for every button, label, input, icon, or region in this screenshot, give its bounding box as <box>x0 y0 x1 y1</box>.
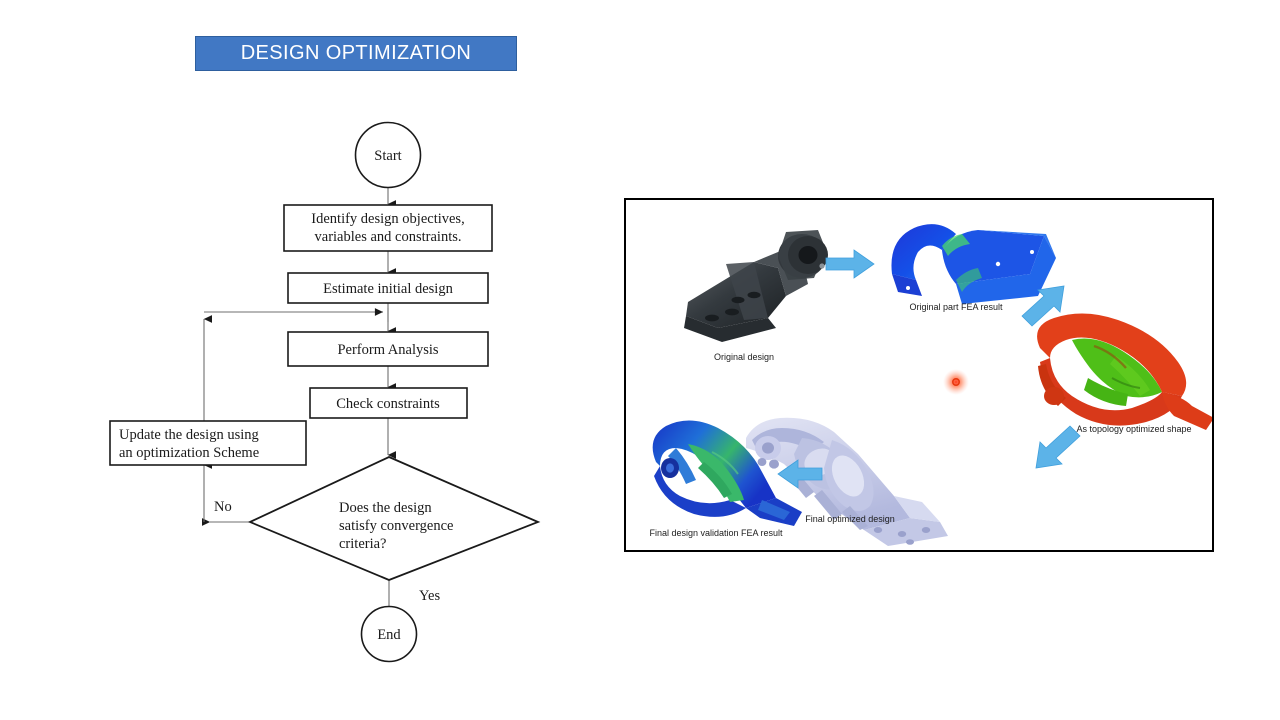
node-identify-line1: Identify design objectives, <box>311 211 464 227</box>
figure-final-optimized-design <box>746 417 948 546</box>
node-decision-line1: Does the design <box>339 500 432 516</box>
node-analysis-label: Perform Analysis <box>337 342 438 358</box>
design-optimization-flowchart: Start Identify design objectives, variab… <box>109 121 541 663</box>
node-start[interactable]: Start <box>354 121 422 189</box>
heat-glow-dot <box>943 369 969 395</box>
label-final-optimized-design: Final optimized design <box>805 514 895 524</box>
flowchart-connectors <box>202 188 398 617</box>
figure-original-design: Original design <box>684 230 828 362</box>
edge-label-no: No <box>214 499 232 515</box>
figure-final-validation-fea: Final design validation FEA result <box>649 420 802 538</box>
arrow-topology-to-final <box>1035 425 1081 469</box>
label-final-validation-fea: Final design validation FEA result <box>649 528 783 538</box>
node-decision-line3: criteria? <box>339 536 387 552</box>
label-original-fea: Original part FEA result <box>909 302 1003 312</box>
node-perform-analysis[interactable]: Perform Analysis <box>287 331 489 367</box>
arrow-original-to-fea <box>825 249 875 279</box>
arrow-fea-to-topology <box>1021 285 1065 327</box>
workflow-figure: Original design Original part FEA result <box>649 224 1212 546</box>
topology-optimization-workflow-image: Original design Original part FEA result <box>624 198 1214 552</box>
label-original-design: Original design <box>714 352 774 362</box>
figure-topology-optimized: As topology optimized shape <box>1037 313 1212 434</box>
node-estimate-initial-design[interactable]: Estimate initial design <box>287 272 489 304</box>
page-title: DESIGN OPTIMIZATION <box>240 42 472 64</box>
node-start-label: Start <box>374 148 401 164</box>
arrow-final-to-validation <box>777 459 823 489</box>
node-end-label: End <box>377 627 401 643</box>
slide-title-banner: DESIGN OPTIMIZATION <box>195 36 517 71</box>
heat-glow-core <box>951 378 960 387</box>
node-update-design[interactable]: Update the design using an optimization … <box>109 420 307 466</box>
node-end[interactable]: End <box>360 605 418 663</box>
node-check-label: Check constraints <box>336 396 440 412</box>
label-topology-optimized: As topology optimized shape <box>1076 424 1191 434</box>
node-update-line2: an optimization Scheme <box>119 445 259 461</box>
node-identify-line2: variables and constraints. <box>315 229 462 245</box>
node-update-line1: Update the design using <box>119 427 259 443</box>
node-decision-line2: satisfy convergence <box>339 518 453 534</box>
node-decision-convergence[interactable]: Does the design satisfy convergence crit… <box>247 456 541 581</box>
edge-label-yes: Yes <box>419 588 440 604</box>
figure-original-fea: Original part FEA result <box>891 224 1056 312</box>
node-identify-objectives[interactable]: Identify design objectives, variables an… <box>283 204 493 252</box>
node-estimate-label: Estimate initial design <box>323 281 453 297</box>
node-check-constraints[interactable]: Check constraints <box>309 387 468 419</box>
